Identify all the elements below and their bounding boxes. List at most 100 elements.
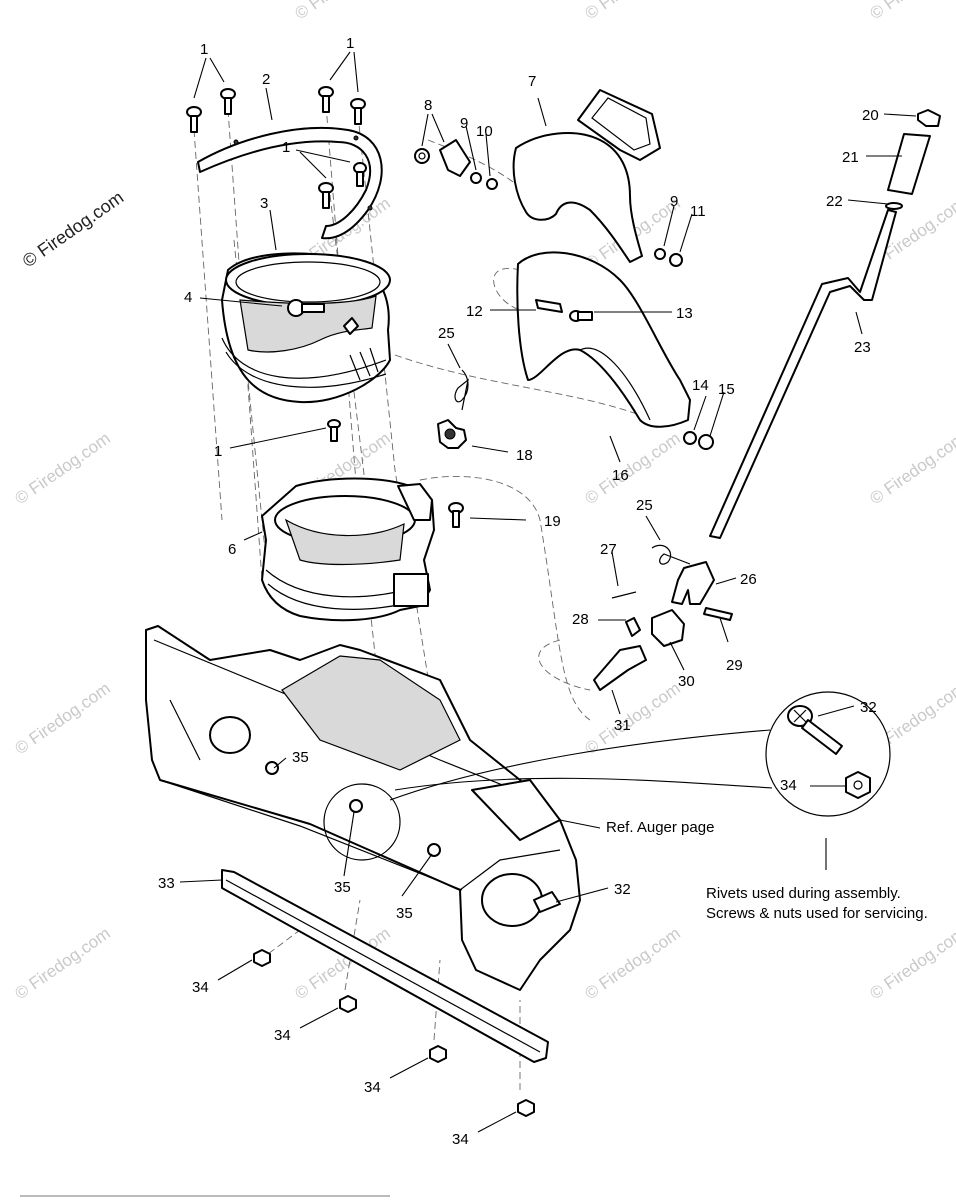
clevis-part-26: [671, 561, 715, 605]
watermark-main: © Firedog.com: [19, 187, 127, 271]
callout-1: 1: [214, 443, 222, 460]
callout-16: 16: [612, 467, 629, 484]
nut: [253, 949, 271, 967]
hole-marker: [367, 205, 373, 211]
callout-1: 1: [200, 41, 208, 58]
watermark: © Firedog.com: [11, 429, 113, 509]
watermark: © Firedog.com: [581, 679, 683, 759]
watermark: © Firedog.com: [11, 924, 113, 1004]
bolt: [318, 86, 334, 113]
watermark: © Firedog.com: [581, 0, 683, 23]
callout-19: 19: [544, 513, 561, 530]
callout-22: 22: [826, 193, 843, 210]
chute-ring-part-3: [221, 252, 391, 404]
hole-marker: [353, 135, 359, 141]
washer-part-22: [885, 202, 903, 210]
callout-34: 34: [274, 1027, 291, 1044]
screw-part-32: [533, 891, 561, 913]
leader-lines: [179, 51, 917, 1133]
lever-part-8: [439, 139, 471, 177]
detail-source-circle: [323, 783, 401, 861]
grip-part-21: [887, 133, 931, 195]
callout-4: 4: [184, 289, 192, 306]
pin-part-28: [625, 617, 641, 637]
bolt-part-19: [448, 502, 464, 528]
rivet-part-35: [265, 761, 279, 775]
callout-34: 34: [364, 1079, 381, 1096]
bolt-part-13: [569, 310, 593, 322]
rivet-part-35b: [349, 799, 363, 813]
hole-marker: [233, 139, 239, 145]
callout-13: 13: [676, 305, 693, 322]
callout-9: 9: [670, 193, 678, 210]
callout-6: 6: [228, 541, 236, 558]
callout-21: 21: [842, 149, 859, 166]
callout-8: 8: [424, 97, 432, 114]
detail-callout-circle: [765, 691, 891, 817]
callout-7: 7: [528, 73, 536, 90]
nut-part-8: [414, 148, 430, 164]
callout-35: 35: [292, 749, 309, 766]
callout-28: 28: [572, 611, 589, 628]
bolt-group-part-1: [186, 86, 367, 442]
nut-part-15: [698, 434, 714, 450]
callout-32: 32: [614, 881, 631, 898]
callout-labels: 1 1 1 1 2 3 4 6 7 8 9 9 10 11 12 13 14 1…: [158, 35, 879, 1148]
callout-27: 27: [600, 541, 617, 558]
callout-11: 11: [690, 203, 706, 220]
callout-3: 3: [260, 195, 268, 212]
pin-part-27: [611, 591, 637, 599]
chute-base-part-6: [261, 477, 435, 622]
watermark: © Firedog.com: [11, 679, 113, 759]
chute-hardware: [414, 139, 714, 450]
washer-part-9b: [654, 248, 666, 260]
callout-20: 20: [862, 107, 879, 124]
lower-chute-part-16: [516, 251, 691, 428]
callout-1: 1: [282, 139, 290, 156]
bolt: [318, 182, 334, 209]
shaft-part-31: [593, 645, 647, 691]
note-rivets-line2: Screws & nuts used for servicing.: [706, 905, 928, 922]
callout-34: 34: [780, 777, 797, 794]
note-rivets-line1: Rivets used during assembly.: [706, 885, 901, 902]
watermark: © Firedog.com: [291, 0, 393, 23]
callout-31: 31: [614, 717, 631, 734]
callout-34: 34: [192, 979, 209, 996]
washer-part-14: [683, 431, 697, 445]
block-part-30: [651, 609, 685, 647]
chute-deflector-part-7: [512, 89, 661, 263]
callout-18: 18: [516, 447, 533, 464]
cotter-pin-part-25b: [651, 544, 691, 565]
nut-group-part-34: [253, 949, 535, 1117]
bolt: [220, 88, 236, 115]
nut: [339, 995, 357, 1013]
callout-35: 35: [334, 879, 351, 896]
bolt: [353, 162, 367, 187]
callout-29: 29: [726, 657, 743, 674]
bolt-part-29: [703, 607, 733, 621]
screw-part-32-detail: [787, 705, 843, 755]
crank-assembly: [709, 109, 941, 539]
bolt: [350, 98, 366, 125]
callout-25: 25: [438, 325, 455, 342]
watermark: © Firedog.com: [866, 924, 956, 1004]
watermark: © Firedog.com: [866, 429, 956, 509]
scraper-bar-part-33: [221, 869, 549, 1063]
callout-34: 34: [452, 1131, 469, 1148]
callout-30: 30: [678, 673, 695, 690]
cotter-pin-part-25: [454, 369, 469, 411]
callout-10: 10: [476, 123, 493, 140]
crank-linkage: [593, 544, 733, 691]
rivet-part-35c: [427, 843, 441, 857]
note-ref-auger: Ref. Auger page: [606, 819, 714, 836]
bolt-part-12: [535, 299, 563, 313]
callout-35: 35: [396, 905, 413, 922]
callout-32: 32: [860, 699, 877, 716]
bolt: [327, 419, 341, 442]
auger-housing: [145, 625, 581, 991]
nut-part-11: [669, 253, 683, 267]
callout-26: 26: [740, 571, 757, 588]
callout-14: 14: [692, 377, 709, 394]
chute-brace-part-2: [197, 126, 383, 240]
